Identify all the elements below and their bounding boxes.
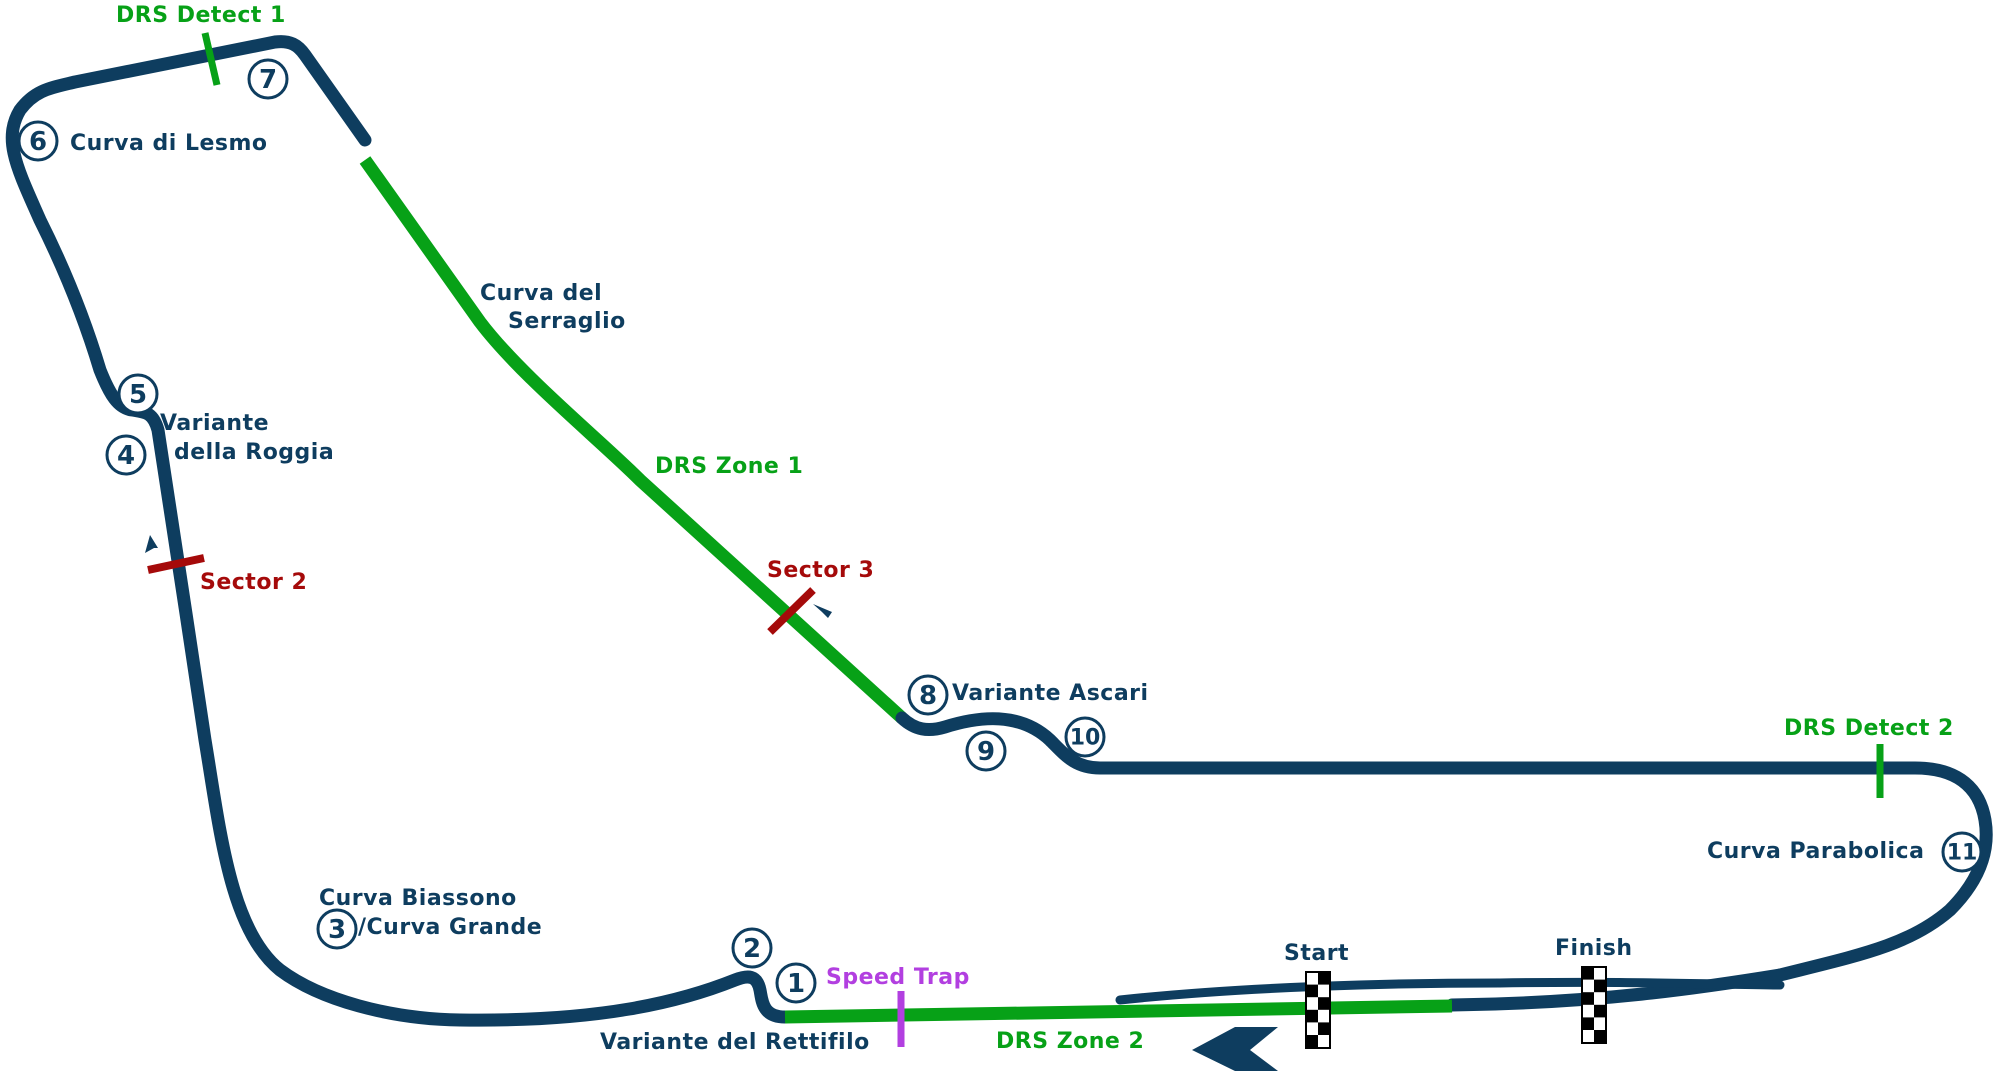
direction-arrow-icon (145, 535, 158, 553)
track-pit-lane (1115, 977, 1785, 1005)
label-curva-del: Curva del (480, 281, 602, 306)
turn-1-number: 1 (787, 969, 805, 999)
turn-9-marker[interactable]: 9 (965, 730, 1007, 772)
sector-3-line (767, 587, 816, 635)
label-della-roggia: della Roggia (174, 440, 334, 465)
turn-10-number: 10 (1070, 726, 1101, 751)
label-serraglio: Serraglio (508, 309, 626, 334)
label-sector-2: Sector 2 (200, 570, 307, 595)
turn-2-marker[interactable]: 2 (731, 927, 773, 969)
label-variante-ascari: Variante Ascari (952, 681, 1149, 706)
turn-10-marker[interactable]: 10 (1064, 716, 1106, 758)
turn-3-number: 3 (328, 915, 346, 945)
label-start: Start (1284, 941, 1349, 966)
turn-9-number: 9 (977, 737, 995, 767)
turn-11-number: 11 (1947, 841, 1978, 866)
drs-detect-1-line (201, 32, 221, 86)
finish-flag-icon (1581, 966, 1607, 1044)
label-curva-biassono: Curva Biassono (319, 886, 517, 911)
start-flag-icon (1305, 971, 1331, 1049)
turn-8-marker[interactable]: 8 (907, 674, 949, 716)
turn-1-marker[interactable]: 1 (775, 962, 817, 1004)
turn-4-marker[interactable]: 4 (105, 434, 147, 476)
track-main (5, 35, 792, 1027)
label-drs-zone-2: DRS Zone 2 (996, 1029, 1144, 1054)
label-variante-del-rettifilo: Variante del Rettifilo (600, 1030, 870, 1055)
turn-6-marker[interactable]: 6 (17, 120, 59, 162)
turn-7-marker[interactable]: 7 (247, 58, 289, 100)
label-sector-3: Sector 3 (767, 558, 874, 583)
track-ascari (895, 711, 1993, 982)
label-curva-parabolica: Curva Parabolica (1707, 839, 1924, 864)
direction-arrow-icon (813, 604, 832, 618)
label-variante: Variante (160, 411, 269, 436)
turn-6-number: 6 (29, 127, 47, 157)
label-curva-di-lesmo: Curva di Lesmo (70, 131, 268, 156)
label-drs-detect-2: DRS Detect 2 (1784, 716, 1954, 741)
sector-2-line (147, 554, 205, 574)
label-finish: Finish (1555, 936, 1633, 961)
turn-5-number: 5 (129, 380, 147, 410)
turn-2-number: 2 (743, 934, 761, 964)
label-drs-zone-1: DRS Zone 1 (655, 454, 803, 479)
turn-3-marker[interactable]: 3 (316, 908, 358, 950)
label-speed-trap: Speed Trap (826, 965, 970, 990)
turn-8-number: 8 (919, 681, 937, 711)
turn-11-marker[interactable]: 11 (1941, 831, 1983, 873)
turn-5-marker[interactable]: 5 (117, 373, 159, 415)
label-drs-detect-1: DRS Detect 1 (116, 3, 286, 28)
drs-zone-2-segment (784, 999, 1453, 1024)
turn-7-number: 7 (259, 65, 277, 95)
drs-zone-1-segment (359, 156, 907, 723)
turn-4-number: 4 (117, 441, 135, 471)
label-curva-grande: /Curva Grande (358, 915, 542, 940)
direction-chevron-icon (1192, 1027, 1278, 1071)
